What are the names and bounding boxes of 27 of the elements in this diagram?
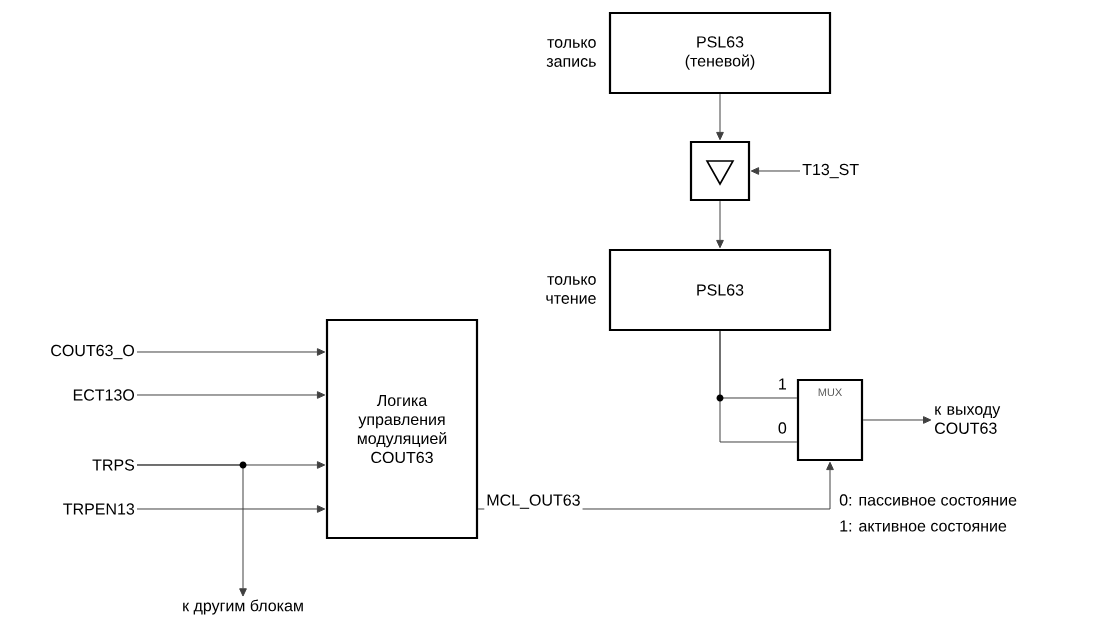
signal-label: T13_ST <box>802 163 859 179</box>
signal-label: к выходу COUT63 <box>935 406 1001 434</box>
edge-label: MCL_OUT63 <box>484 492 583 511</box>
signal-label: TRPS <box>92 459 135 471</box>
connector-arrow <box>136 464 247 597</box>
process-box: PSL63 (теневой) <box>608 11 832 95</box>
connector-arrow <box>136 505 326 513</box>
process-box: PSL63 <box>608 248 832 332</box>
connector-arrow <box>750 167 801 175</box>
state-note: 0: пассивное состояние <box>839 494 1017 506</box>
multiplexer-box: MUX <box>796 378 864 462</box>
signal-label: COUT63_O <box>51 344 135 360</box>
signal-label: к другим блокам <box>183 599 303 615</box>
state-note: 1: активное состояние <box>840 520 1007 532</box>
connector-arrow <box>136 391 326 399</box>
memory-access-note: только чтение <box>546 276 596 304</box>
shadow-transfer-box <box>689 140 751 202</box>
process-box: Логика управления модуляцией COUT63 <box>325 318 479 540</box>
signal-label: TRPEN13 <box>63 503 135 515</box>
input-number: 0 <box>778 422 787 434</box>
connector-arrow <box>862 416 932 424</box>
connector-arrow <box>716 200 724 249</box>
connector-arrow <box>136 348 326 356</box>
signal-label: ECT13O <box>73 389 135 401</box>
connector-arrow <box>716 93 724 141</box>
memory-access-note: только запись <box>546 39 596 67</box>
input-number: 1 <box>779 378 786 390</box>
